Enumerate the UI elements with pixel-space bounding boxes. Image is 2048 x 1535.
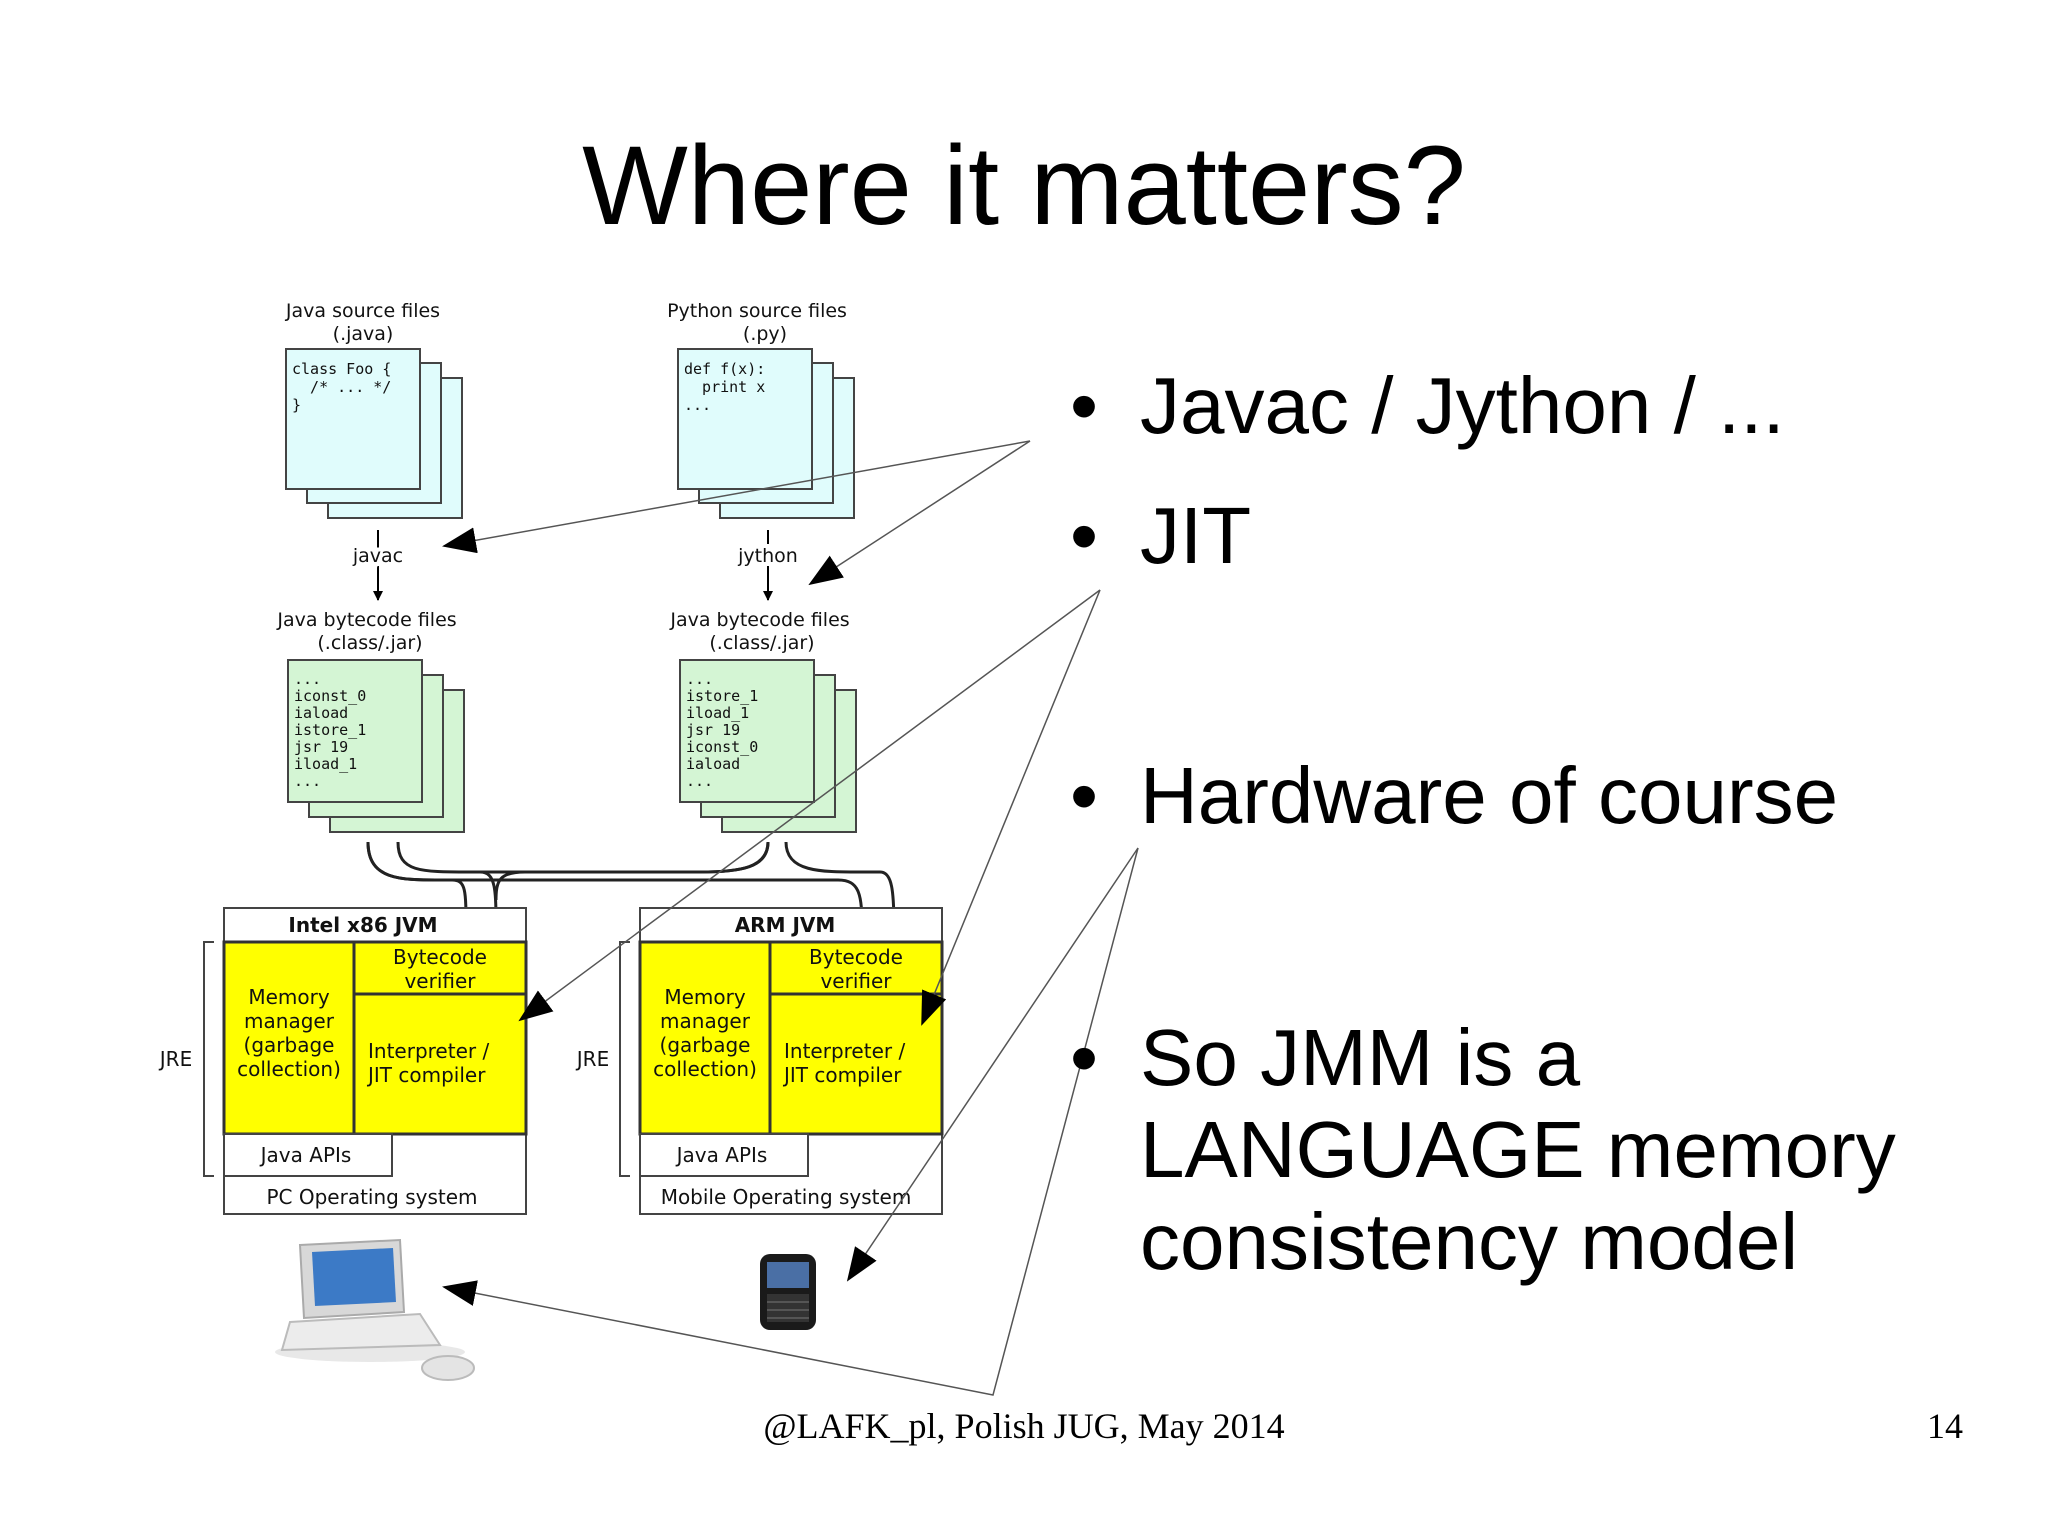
svg-text:Bytecode: Bytecode bbox=[809, 945, 903, 969]
svg-text:jsr 19: jsr 19 bbox=[294, 738, 348, 756]
svg-text:manager: manager bbox=[244, 1009, 335, 1033]
javac-label: javac bbox=[352, 545, 403, 567]
bullet-item: • Hardware of course bbox=[1070, 750, 2030, 842]
jre-label: JRE bbox=[575, 1047, 609, 1071]
bullet-text: Hardware of course bbox=[1140, 751, 1839, 840]
java-bytecode-files-left: Java bytecode files (.class/.jar) ... ic… bbox=[276, 609, 465, 833]
mobile-os-label: Mobile Operating system bbox=[661, 1185, 912, 1209]
intel-jvm: Intel x86 JVM Bytecode verifier Memory m… bbox=[158, 907, 528, 1215]
svg-text:...: ... bbox=[686, 772, 713, 790]
bullet-text: JIT bbox=[1140, 491, 1252, 580]
jython-label: jython bbox=[737, 545, 798, 567]
python-source-files: Python source files (.py) def f(x): prin… bbox=[667, 300, 855, 519]
python-code-line: print x bbox=[684, 378, 765, 396]
jre-label: JRE bbox=[158, 1047, 192, 1071]
arm-jvm: ARM JVM Bytecode verifier Memory manager… bbox=[575, 907, 944, 1215]
svg-text:iaload: iaload bbox=[294, 704, 348, 722]
arm-jvm-header: ARM JVM bbox=[735, 913, 836, 937]
svg-text:JIT compiler: JIT compiler bbox=[366, 1063, 486, 1087]
python-code-line: ... bbox=[684, 396, 711, 414]
svg-text:iconst_0: iconst_0 bbox=[294, 687, 366, 705]
page-number: 14 bbox=[1927, 1406, 1963, 1446]
java-apis-label: Java APIs bbox=[259, 1143, 352, 1167]
bullet-dot: • bbox=[1070, 491, 1099, 580]
pc-os-label: PC Operating system bbox=[266, 1185, 477, 1209]
bullet-dot: • bbox=[1070, 361, 1099, 450]
bullet-item: • Javac / Jython / ... bbox=[1070, 360, 2030, 452]
svg-text:Interpreter /: Interpreter / bbox=[784, 1039, 905, 1063]
svg-text:javac: javac bbox=[352, 545, 403, 567]
svg-text:...: ... bbox=[294, 772, 321, 790]
svg-text:Memory: Memory bbox=[248, 985, 330, 1009]
bytecode-title: Java bytecode files bbox=[276, 609, 456, 631]
bytecode-ext: (.class/.jar) bbox=[709, 632, 814, 654]
bullet-text: So JMM is a LANGUAGE memory consistency … bbox=[1140, 1013, 1896, 1286]
slide-footer: @LAFK_pl, Polish JUG, May 2014 bbox=[763, 1406, 1285, 1446]
svg-text:verifier: verifier bbox=[820, 969, 892, 993]
java-code-line: class Foo { bbox=[292, 360, 391, 378]
java-bytecode-files-right: Java bytecode files (.class/.jar) ... is… bbox=[669, 609, 857, 833]
svg-text:...: ... bbox=[294, 670, 321, 688]
svg-text:iload_1: iload_1 bbox=[686, 704, 749, 722]
python-code-line: def f(x): bbox=[684, 360, 765, 378]
svg-text:Bytecode: Bytecode bbox=[393, 945, 487, 969]
java-source-title: Java source files bbox=[285, 300, 440, 322]
svg-text:(garbage: (garbage bbox=[244, 1033, 335, 1057]
svg-text:iaload: iaload bbox=[686, 755, 740, 773]
bullet-text: Javac / Jython / ... bbox=[1140, 361, 1785, 450]
svg-text:iconst_0: iconst_0 bbox=[686, 738, 758, 756]
bullet-dot: • bbox=[1070, 751, 1099, 840]
laptop-icon bbox=[275, 1238, 475, 1381]
svg-text:iload_1: iload_1 bbox=[294, 755, 357, 773]
bytecode-title: Java bytecode files bbox=[669, 609, 849, 631]
svg-text:manager: manager bbox=[660, 1009, 751, 1033]
java-apis-label: Java APIs bbox=[675, 1143, 768, 1167]
svg-text:jsr 19: jsr 19 bbox=[686, 721, 740, 739]
svg-text:Memory: Memory bbox=[664, 985, 746, 1009]
svg-text:collection): collection) bbox=[653, 1057, 757, 1081]
svg-text:collection): collection) bbox=[237, 1057, 341, 1081]
bullet-item: • JIT bbox=[1070, 490, 2030, 582]
svg-text:JIT compiler: JIT compiler bbox=[782, 1063, 902, 1087]
svg-text:Interpreter /: Interpreter / bbox=[368, 1039, 489, 1063]
svg-text:...: ... bbox=[686, 670, 713, 688]
bytecode-distribution-arrows bbox=[366, 841, 899, 931]
svg-text:istore_1: istore_1 bbox=[294, 721, 366, 739]
svg-text:istore_1: istore_1 bbox=[686, 687, 758, 705]
java-code-line: } bbox=[292, 396, 301, 414]
svg-text:(garbage: (garbage bbox=[660, 1033, 751, 1057]
python-source-ext: (.py) bbox=[743, 323, 787, 345]
svg-text:jython: jython bbox=[737, 545, 798, 567]
annotation-pointers bbox=[442, 440, 1139, 1396]
bullet-dot: • bbox=[1070, 1013, 1099, 1102]
java-source-ext: (.java) bbox=[333, 323, 394, 345]
bytecode-ext: (.class/.jar) bbox=[317, 632, 422, 654]
svg-text:verifier: verifier bbox=[404, 969, 476, 993]
mobile-phone-icon bbox=[760, 1254, 816, 1330]
slide-title: Where it matters? bbox=[582, 123, 1466, 248]
intel-jvm-header: Intel x86 JVM bbox=[288, 913, 437, 937]
java-source-files: Java source files (.java) class Foo { /*… bbox=[285, 300, 463, 519]
java-code-line: /* ... */ bbox=[292, 378, 391, 396]
python-source-title: Python source files bbox=[667, 300, 847, 322]
bullet-item: • So JMM is a LANGUAGE memory consistenc… bbox=[1070, 1012, 2030, 1288]
